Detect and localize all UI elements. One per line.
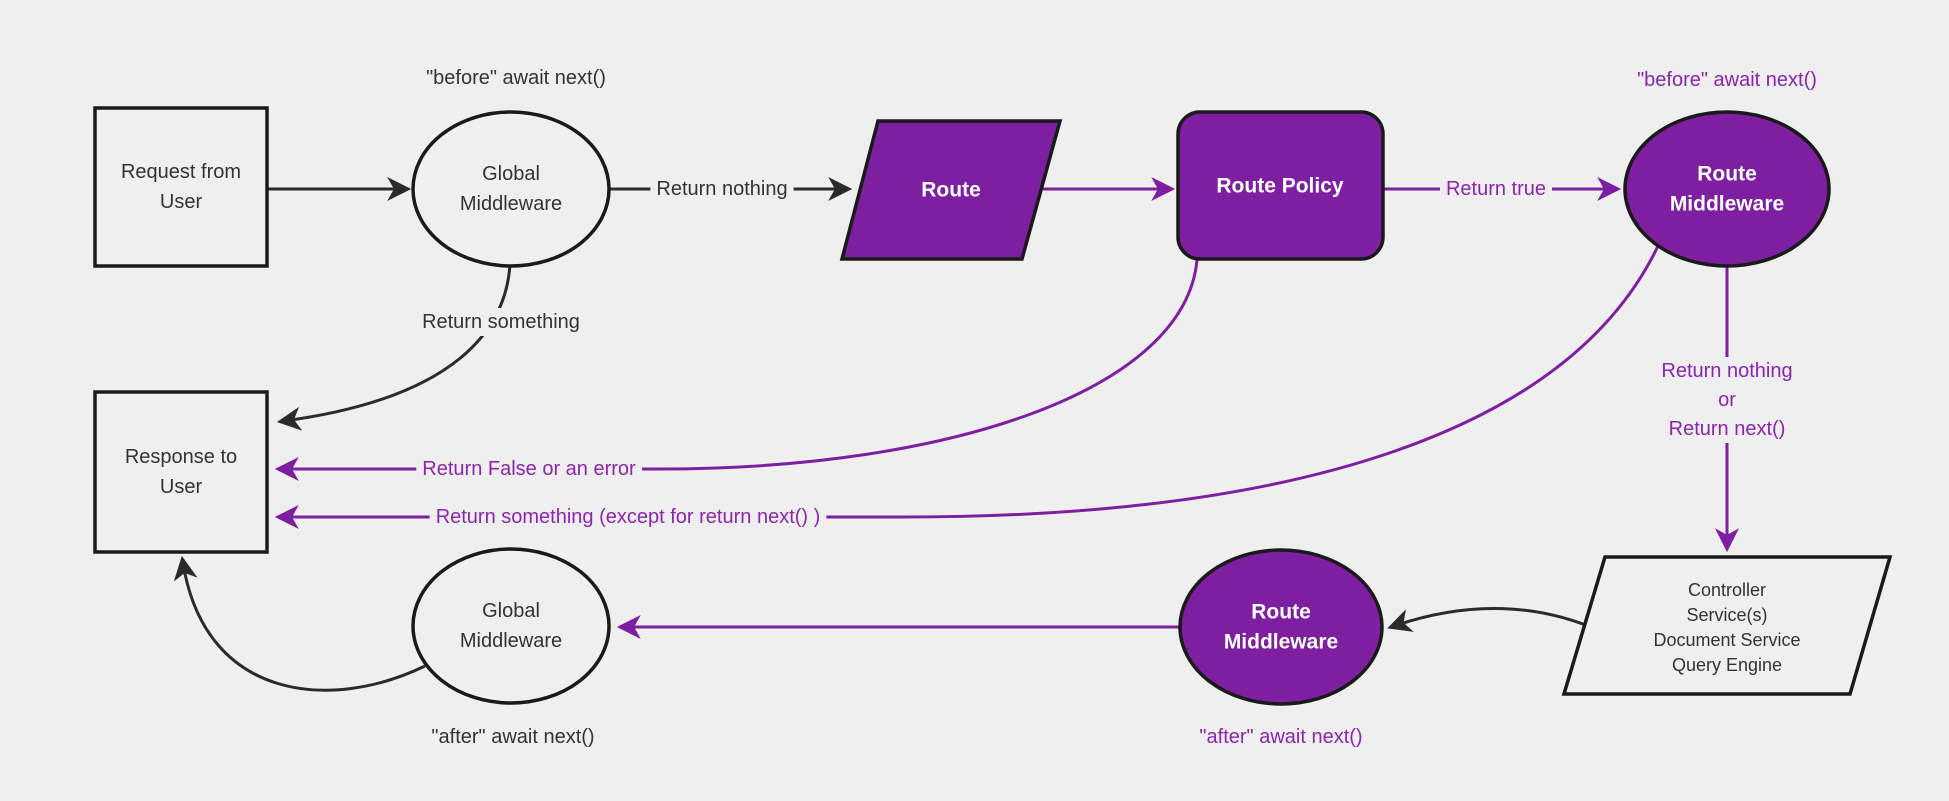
services-label-line2: Service(s) [1686,605,1767,625]
edge-label-background [429,503,827,531]
services-label-line3: Document Service [1653,630,1800,650]
services-label-line4: Query Engine [1672,655,1782,675]
after-global-middleware-text: "after" await next() [431,726,594,748]
request-from-user-box [93,106,269,268]
before-route-middleware-text: "before" await next() [1637,69,1817,91]
route-middleware-bottom-label-line1: Route [1251,601,1311,624]
after-route-middleware-text: "after" await next() [1199,726,1362,748]
global-middleware-top-ellipse [411,110,611,268]
edge-label-return-true: Return true [1439,175,1553,203]
route-policy-label: Route Policy [1216,175,1344,198]
return-something-text: Return something [422,311,580,333]
node-response-to-user: Response to User [93,390,269,554]
route-middleware-top-ellipse [1623,110,1831,268]
return-nothing-text: Return nothing [656,178,787,200]
response-to-user-box [93,390,269,554]
global-middleware-bottom-label-line1: Global [482,600,540,622]
edge-label-background [1655,357,1799,443]
return-nothing-or-next-line3: Return next() [1669,418,1786,440]
route-middleware-bottom-ellipse [1178,548,1384,706]
route-label: Route [921,179,981,202]
edge-label-after-route-middleware: "after" await next() [1199,726,1362,748]
route-middleware-top-label-line2: Middleware [1670,193,1784,216]
before-global-middleware-text: "before" await next() [426,67,606,89]
edge-label-return-something: Return something [416,308,586,336]
global-middleware-top-label-line1: Global [482,163,540,185]
return-nothing-or-next-line2: or [1718,389,1736,411]
edge-route-policy-return-false-to-response [274,259,1199,481]
edge-label-return-nothing-or-next: Return nothing or Return next() [1655,357,1799,443]
node-services: Controller Service(s) Document Service Q… [1561,555,1893,696]
edge-label-before-route-middleware: "before" await next() [1637,69,1817,91]
route-parallelogram [839,119,1063,261]
request-from-user-label-line2: User [160,191,203,213]
node-request-from-user: Request from User [93,106,269,268]
response-to-user-label-line2: User [160,476,203,498]
global-middleware-bottom-label-line2: Middleware [460,630,562,652]
edge-label-return-something-except: Return something (except for return next… [429,503,827,531]
return-something-except-text: Return something (except for return next… [436,506,821,528]
edge-label-background [416,308,586,336]
edge-route-middleware-return-something-to-response [274,245,1660,529]
edge-label-before-global-middleware: "before" await next() [426,67,606,89]
return-nothing-or-next-line1: Return nothing [1661,360,1792,382]
route-middleware-bottom-label-line2: Middleware [1224,631,1338,654]
node-global-middleware-top: Global Middleware [411,110,611,268]
node-route-policy: Route Policy [1176,110,1385,261]
edge-services-to-route-middleware-bottom [1387,606,1601,633]
node-route-middleware-top: Route Middleware [1623,110,1831,268]
node-route-middleware-bottom: Route Middleware [1178,548,1384,706]
edge-label-background [650,175,794,203]
return-false-or-error-text: Return False or an error [422,458,636,480]
edge-global-middleware-return-something-to-response [276,263,512,431]
edge-label-after-global-middleware: "after" await next() [431,726,594,748]
services-parallelogram [1561,555,1893,696]
edge-labels: "before" await next() Return nothing Ret… [416,67,1817,748]
edge-global-middleware-bottom-to-response [173,555,426,692]
global-middleware-top-label-line2: Middleware [460,193,562,215]
route-policy-box [1176,110,1385,261]
edge-label-background [416,455,643,483]
return-true-text: Return true [1446,178,1546,200]
global-middleware-bottom-ellipse [411,547,611,705]
response-to-user-label-line1: Response to [125,446,237,468]
node-global-middleware-bottom: Global Middleware [411,547,611,705]
route-middleware-top-label-line1: Route [1697,163,1757,186]
edge-label-background [1439,175,1553,203]
edge-label-return-nothing: Return nothing [650,175,794,203]
request-from-user-label-line1: Request from [121,161,241,183]
nodes: Request from User Global Middleware Rout… [93,106,1893,706]
edge-label-return-false-or-error: Return False or an error [416,455,643,483]
services-label-line1: Controller [1688,580,1766,600]
node-route: Route [839,119,1063,261]
